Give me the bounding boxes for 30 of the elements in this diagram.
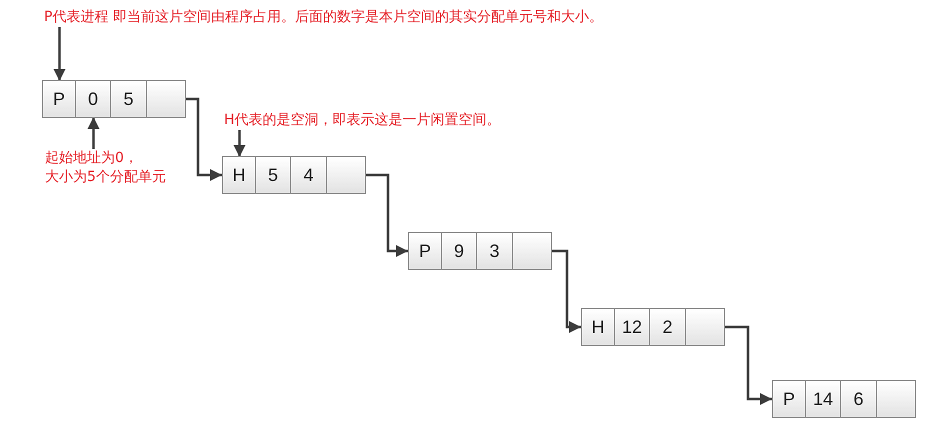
record-cell: H: [582, 309, 615, 345]
pointer-arrow: [551, 250, 581, 333]
record-cell: 0: [76, 81, 111, 117]
record-cell: 2: [650, 309, 686, 345]
leader-arrow: [54, 27, 66, 81]
record-cell: P: [773, 381, 806, 417]
record-cell: 12: [615, 309, 650, 345]
record-cell: 14: [806, 381, 841, 417]
record-cell: 9: [442, 233, 477, 269]
annotation-text: H代表的是空洞，即表示这是一片闲置空间。: [224, 111, 501, 130]
record-cell: P: [409, 233, 442, 269]
record-cell: H: [223, 157, 256, 193]
record-cell: 4: [291, 157, 327, 193]
record-cell: 3: [477, 233, 513, 269]
annotation-text: P代表进程 即当前这片空间由程序占用。后面的数字是本片空间的其实分配单元号和大小。: [44, 8, 603, 27]
annotation-text: 起始地址为0，大小为5个分配单元: [45, 149, 173, 187]
record-cell: P: [43, 81, 76, 117]
memory-record: [42, 80, 186, 118]
leader-arrow: [88, 117, 100, 149]
memory-record: [408, 232, 552, 270]
memory-record: [581, 308, 725, 346]
record-cell: 6: [841, 381, 877, 417]
pointer-arrow: [365, 174, 408, 257]
memory-record: [772, 380, 916, 418]
record-cell: 5: [111, 81, 147, 117]
memory-record: [222, 156, 366, 194]
pointer-arrow: [185, 98, 222, 181]
pointer-arrow: [724, 326, 772, 405]
leader-arrow: [234, 130, 246, 157]
record-cell: 5: [256, 157, 291, 193]
